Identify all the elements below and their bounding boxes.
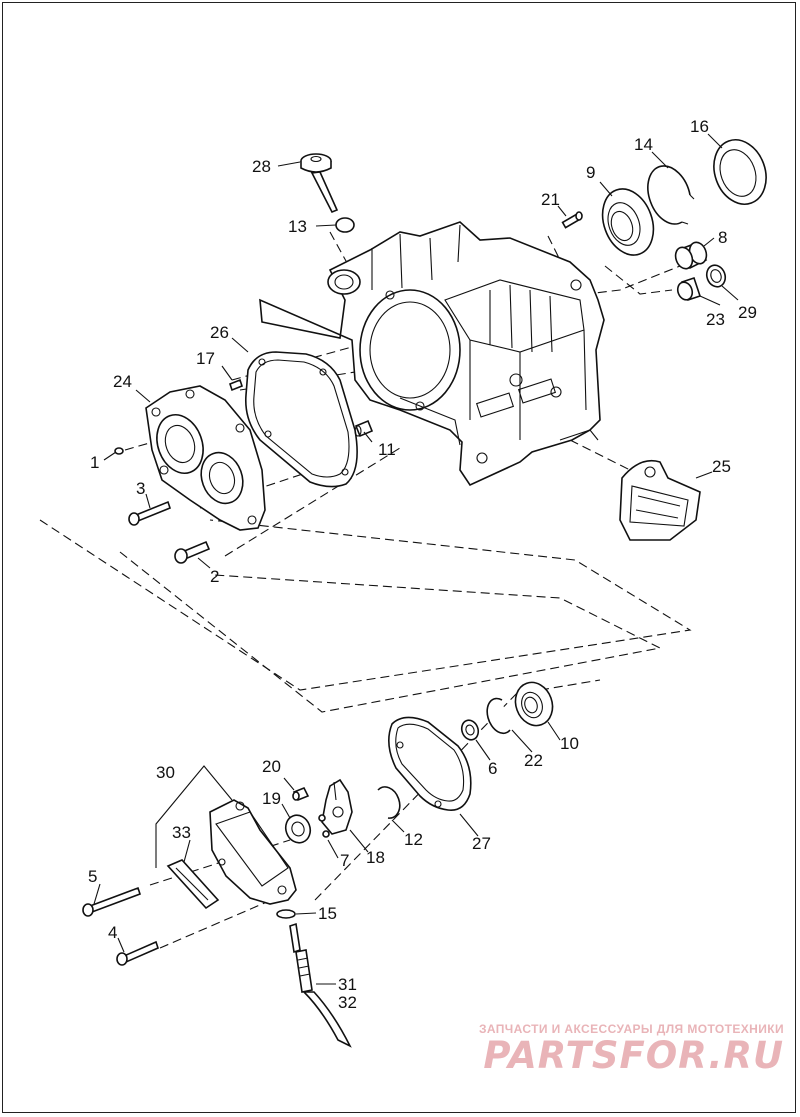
part-9-bearing bbox=[601, 188, 655, 256]
part-28-vent-plug bbox=[300, 153, 339, 214]
callout-32: 32 bbox=[338, 993, 357, 1012]
callout-31: 31 bbox=[338, 975, 357, 994]
part-21-screw bbox=[561, 211, 583, 229]
callout-15: 15 bbox=[318, 904, 337, 923]
part-20-bolt bbox=[292, 786, 310, 802]
part-31-32-speed-sensor-cable bbox=[289, 922, 352, 1048]
part-15-o-ring bbox=[276, 909, 296, 919]
part-18-shift-cam bbox=[321, 778, 353, 835]
callout-24: 24 bbox=[113, 372, 132, 391]
callout-25: 25 bbox=[712, 457, 731, 476]
watermark-tagline: ЗАПЧАСТИ И АКСЕССУАРЫ ДЛЯ МОТОТЕХНИКИ bbox=[478, 1022, 784, 1036]
part-6-bearing bbox=[460, 719, 480, 741]
callout-21: 21 bbox=[541, 190, 560, 209]
leader-lines bbox=[93, 133, 739, 985]
part-5-screw bbox=[82, 886, 142, 917]
part-7-detent-balls bbox=[318, 814, 330, 838]
transmission-case bbox=[259, 221, 605, 487]
callout-17: 17 bbox=[196, 349, 215, 368]
callout-28: 28 bbox=[252, 157, 271, 176]
callout-20: 20 bbox=[262, 757, 281, 776]
part-16-seal bbox=[713, 139, 767, 205]
part-10-bearing bbox=[514, 681, 554, 727]
part-30-side-cover bbox=[209, 799, 297, 905]
part-12-retaining-ring bbox=[377, 786, 401, 819]
callout-30: 30 bbox=[156, 763, 175, 782]
part-2-screw bbox=[174, 540, 211, 564]
part-14-retaining-ring bbox=[647, 165, 695, 225]
part-13-o-ring bbox=[335, 217, 355, 233]
callout-3: 3 bbox=[136, 479, 145, 498]
callout-7: 7 bbox=[340, 851, 349, 870]
callout-4: 4 bbox=[108, 923, 117, 942]
callout-26: 26 bbox=[210, 323, 229, 342]
part-23-bushing bbox=[676, 276, 702, 302]
callout-27: 27 bbox=[472, 834, 491, 853]
callout-labels: 28 13 21 9 14 16 8 23 29 26 17 24 11 1 3… bbox=[88, 117, 757, 1012]
callout-9: 9 bbox=[586, 163, 595, 182]
callout-10: 10 bbox=[560, 734, 579, 753]
callout-13: 13 bbox=[288, 217, 307, 236]
callout-14: 14 bbox=[634, 135, 653, 154]
callout-29: 29 bbox=[738, 303, 757, 322]
callout-16: 16 bbox=[690, 117, 709, 136]
part-8-needle-bearing bbox=[674, 241, 708, 270]
callout-33: 33 bbox=[172, 823, 191, 842]
part-3-screw bbox=[128, 500, 171, 526]
part-26-gasket bbox=[244, 351, 358, 488]
part-33-cover-insert bbox=[166, 859, 220, 910]
callout-5: 5 bbox=[88, 867, 97, 886]
callout-6: 6 bbox=[488, 759, 497, 778]
callout-11: 11 bbox=[378, 440, 396, 459]
callout-18: 18 bbox=[366, 848, 385, 867]
callout-19: 19 bbox=[262, 789, 281, 808]
callout-23: 23 bbox=[706, 310, 725, 329]
watermark: ЗАПЧАСТИ И АКСЕССУАРЫ ДЛЯ МОТОТЕХНИКИ PA… bbox=[479, 1022, 784, 1076]
part-11-dowel bbox=[354, 419, 374, 438]
part-29-seal bbox=[705, 264, 727, 288]
callout-12: 12 bbox=[404, 830, 423, 849]
part-22-retaining-ring bbox=[486, 697, 511, 735]
part-24-cover bbox=[145, 385, 266, 531]
watermark-logo: PARTSFOR.RU bbox=[483, 1034, 784, 1077]
callout-2: 2 bbox=[210, 567, 219, 586]
part-25-gasket bbox=[619, 459, 701, 541]
part-17-dowel bbox=[229, 378, 243, 392]
part-4-screw bbox=[116, 940, 159, 966]
callout-1: 1 bbox=[90, 453, 99, 472]
part-27-gasket bbox=[388, 716, 472, 811]
part-19-washer bbox=[284, 814, 312, 844]
callout-22: 22 bbox=[524, 751, 543, 770]
part-1-dowel bbox=[114, 447, 124, 455]
callout-8: 8 bbox=[718, 228, 727, 247]
